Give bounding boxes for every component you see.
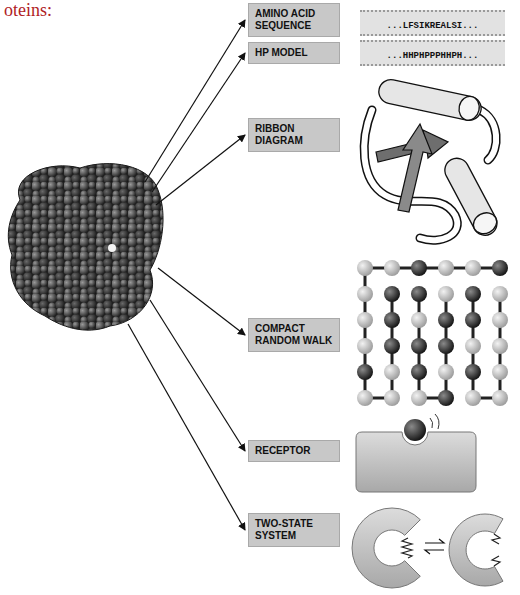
box-label: RECEPTOR bbox=[255, 445, 333, 457]
receptor-figure bbox=[356, 414, 476, 492]
box-label: COMPACT RANDOM WALK bbox=[255, 323, 333, 347]
lattice-walk bbox=[357, 260, 508, 406]
ribbon-diagram bbox=[364, 77, 501, 240]
pointer-arrow bbox=[156, 135, 245, 205]
label-box: RECEPTOR bbox=[248, 440, 340, 462]
label-box: TWO-STATE SYSTEM bbox=[248, 513, 340, 547]
pointer-arrow bbox=[158, 268, 245, 335]
label-box: AMINO ACID SEQUENCE bbox=[248, 3, 340, 37]
label-box: COMPACT RANDOM WALK bbox=[248, 318, 340, 352]
protein-blob bbox=[8, 164, 163, 331]
label-box: HP MODEL bbox=[248, 42, 340, 64]
two-state-figure bbox=[352, 508, 503, 588]
sequence-strip: ...HHPHPPPHHPH... bbox=[360, 40, 505, 66]
pointer-arrow bbox=[150, 300, 245, 451]
box-label: RIBBON DIAGRAM bbox=[255, 123, 333, 147]
sequence-text: ...LFSIKREALSI... bbox=[387, 21, 479, 31]
sequence-strip: ...LFSIKREALSI... bbox=[360, 10, 505, 36]
pointer-arrows bbox=[128, 20, 245, 530]
heading-fragment: oteins: bbox=[4, 0, 52, 21]
box-label: HP MODEL bbox=[255, 47, 333, 59]
box-label: TWO-STATE SYSTEM bbox=[255, 518, 333, 542]
pointer-arrow bbox=[145, 20, 245, 182]
box-label: AMINO ACID SEQUENCE bbox=[255, 8, 333, 32]
sequence-text: ...HHPHPPPHHPH... bbox=[387, 51, 479, 61]
label-box: RIBBON DIAGRAM bbox=[248, 118, 340, 152]
pointer-arrow bbox=[128, 324, 245, 530]
